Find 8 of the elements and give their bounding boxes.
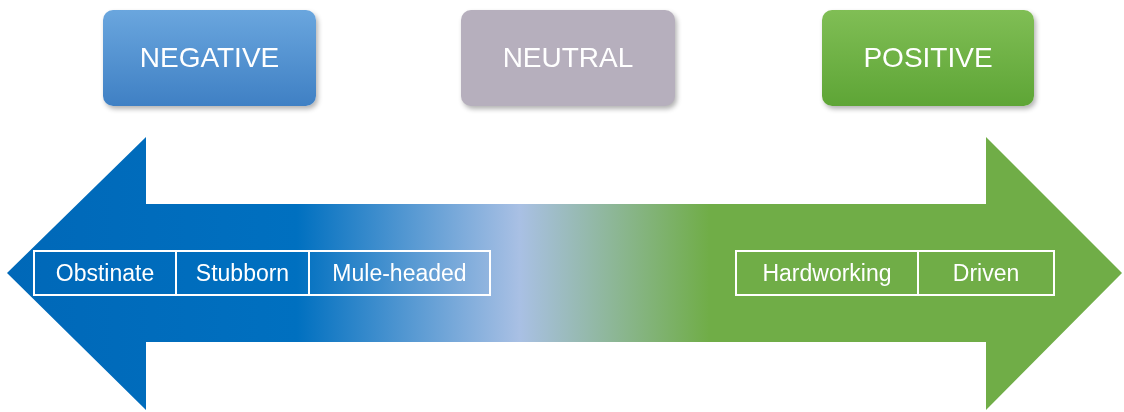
- category-box: NEGATIVE: [103, 10, 316, 106]
- term-box: Driven: [917, 250, 1055, 296]
- category-box: POSITIVE: [822, 10, 1034, 106]
- term-box: Stubborn: [175, 250, 310, 296]
- term-box: Hardworking: [735, 250, 919, 296]
- category-box: NEUTRAL: [461, 10, 675, 106]
- term-box: Obstinate: [33, 250, 177, 296]
- term-box: Mule-headed: [308, 250, 491, 296]
